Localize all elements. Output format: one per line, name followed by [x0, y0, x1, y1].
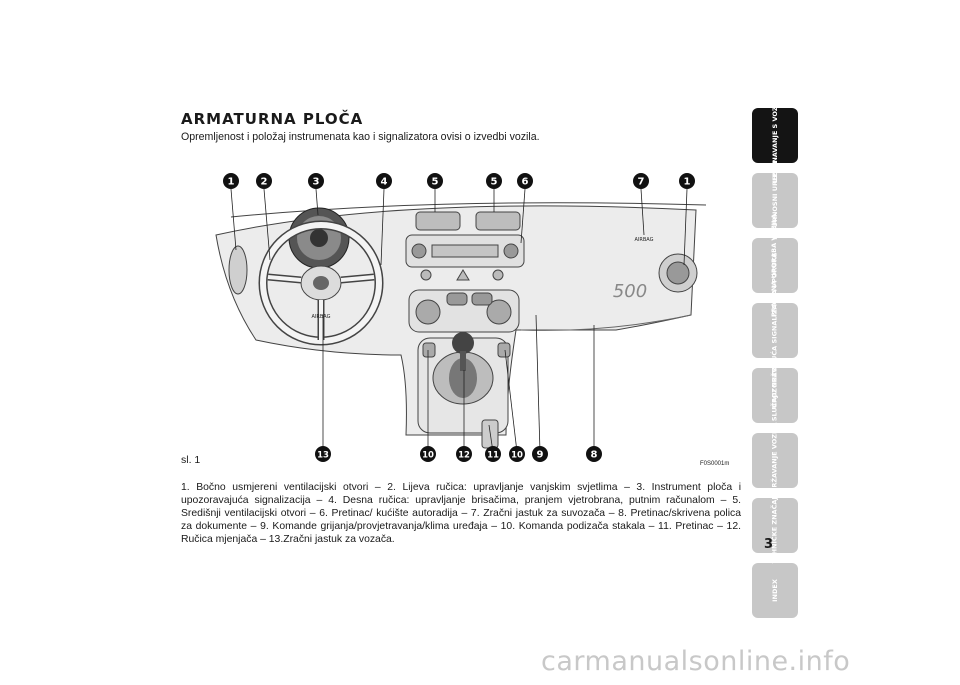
svg-text:11: 11	[487, 451, 499, 461]
tab-odrzavanje-vozila[interactable]: ODRŽAVANJE VOZILA	[752, 422, 798, 499]
callout-marker-13: 13	[315, 446, 331, 462]
callout-marker-6: 6	[517, 173, 533, 189]
airbag-label-driver: AIRBAG	[311, 314, 330, 320]
callout-marker-10b: 10	[509, 446, 525, 462]
tab-u-slucaju-nuzde[interactable]: U SLUČAJU NUŽDE	[752, 362, 798, 429]
page-number: 3	[764, 537, 774, 552]
dashboard-illustration: AIRBAG AIRBAG 500 1 2 3 4 5 5 6 7 1 13 1…	[215, 173, 707, 462]
svg-text:3: 3	[313, 177, 320, 188]
callout-marker-8: 8	[586, 446, 602, 462]
svg-text:6: 6	[522, 177, 529, 188]
page-title: ARMATURNA PLOČA	[181, 110, 364, 128]
svg-text:1: 1	[228, 177, 235, 188]
svg-text:10: 10	[422, 451, 434, 461]
fiat-500-logo: 500	[613, 281, 647, 302]
figure-label: sl. 1	[181, 454, 201, 466]
chapter-tabs: UPOZNAVANJE S VOZILOM SIGURNOSNI UREĐAJI…	[752, 88, 802, 628]
callout-marker-12: 12	[456, 446, 472, 462]
svg-text:9: 9	[537, 450, 544, 461]
svg-text:5: 5	[491, 177, 498, 188]
callout-marker-7: 7	[633, 173, 649, 189]
callout-marker-9: 9	[532, 446, 548, 462]
tab-label: INDEX	[770, 579, 779, 602]
svg-text:5: 5	[432, 177, 439, 188]
callout-marker-2: 2	[256, 173, 272, 189]
watermark: carmanualsonline.info	[541, 646, 851, 677]
callout-marker-4: 4	[376, 173, 392, 189]
svg-text:1: 1	[684, 177, 691, 188]
callout-marker-3: 3	[308, 173, 324, 189]
callout-marker-5b: 5	[486, 173, 502, 189]
page-subtitle: Opremljenost i položaj instrumenata kao …	[181, 131, 540, 143]
callout-marker-5a: 5	[427, 173, 443, 189]
figure-caption: 1. Bočno usmjereni ventilacijski otvori …	[181, 482, 741, 545]
tab-label: U SLUČAJU NUŽDE	[770, 362, 779, 429]
tab-pravilna-uporaba-vozila[interactable]: PRAVILNA UPORABA VOZILA	[752, 214, 798, 317]
tab-index[interactable]: INDEX	[752, 563, 798, 618]
callout-marker-10a: 10	[420, 446, 436, 462]
callout-marker-1: 1	[223, 173, 239, 189]
airbag-label-passenger: AIRBAG	[634, 237, 653, 243]
svg-text:2: 2	[261, 177, 268, 188]
figure-code: F0S0001m	[700, 461, 730, 467]
tab-sigurnosni-uredaji[interactable]: SIGURNOSNI UREĐAJI	[752, 161, 798, 240]
callout-marker-1b: 1	[679, 173, 695, 189]
svg-text:13: 13	[317, 451, 329, 461]
tab-upozoravajuca-signalizacija[interactable]: UPOZORAVAJUĆA SIGNALIZACIJA I PORUKE	[752, 253, 798, 408]
svg-text:12: 12	[458, 451, 470, 461]
tab-upoznavanje-s-vozilom[interactable]: UPOZNAVANJE S VOZILOM	[752, 88, 798, 183]
callout-marker-11: 11	[485, 446, 501, 462]
svg-text:7: 7	[638, 177, 645, 188]
svg-text:4: 4	[381, 177, 388, 188]
svg-text:10: 10	[511, 451, 523, 461]
svg-text:8: 8	[591, 450, 598, 461]
tab-tehnicke-znacajke[interactable]: TEHNIČKE ZNAČAJKE	[752, 488, 798, 563]
